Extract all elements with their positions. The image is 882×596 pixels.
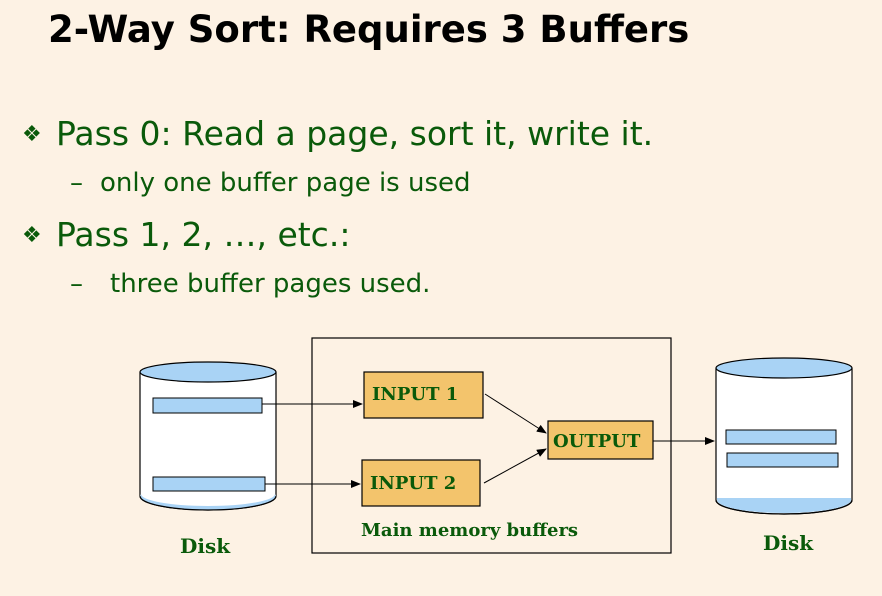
input2-label: INPUT 2 <box>370 473 456 494</box>
sub-bullet-pass-0: –only one buffer page is used <box>70 168 471 198</box>
input1-label: INPUT 1 <box>372 384 458 405</box>
left-disk-icon <box>139 361 277 511</box>
arrow-input2-to-output <box>483 448 547 484</box>
dash-icon: – <box>70 269 83 299</box>
sub-bullet-text: only one buffer page is used <box>100 168 471 198</box>
disk-page <box>152 476 266 492</box>
right-disk-label: Disk <box>763 531 814 555</box>
bullet-text: Pass 0: Read a page, sort it, write it. <box>56 114 654 153</box>
left-disk-label: Disk <box>180 534 231 558</box>
bullet-pass-0: ❖ Pass 0: Read a page, sort it, write it. <box>22 114 653 153</box>
diamond-bullet-icon: ❖ <box>22 223 42 248</box>
input1-buffer <box>363 371 484 419</box>
bullet-pass-1-2: ❖ Pass 1, 2, …, etc.: <box>22 215 350 254</box>
output-buffer <box>547 420 654 460</box>
arrow-input1-to-output <box>484 393 547 434</box>
main-memory-box <box>311 337 672 554</box>
input2-buffer <box>361 459 481 507</box>
disk-page <box>152 397 263 414</box>
disk-page <box>725 429 837 445</box>
sub-bullet-text: three buffer pages used. <box>110 269 431 299</box>
output-label: OUTPUT <box>553 431 641 452</box>
disk-page <box>726 452 839 468</box>
dash-icon: – <box>70 168 83 198</box>
main-memory-label: Main memory buffers <box>361 520 578 541</box>
bullet-text: Pass 1, 2, …, etc.: <box>56 215 351 254</box>
slide-title: 2-Way Sort: Requires 3 Buffers <box>48 8 690 51</box>
diamond-bullet-icon: ❖ <box>22 122 42 147</box>
right-disk-icon <box>715 357 853 515</box>
sub-bullet-pass-1-2: –three buffer pages used. <box>70 269 430 299</box>
